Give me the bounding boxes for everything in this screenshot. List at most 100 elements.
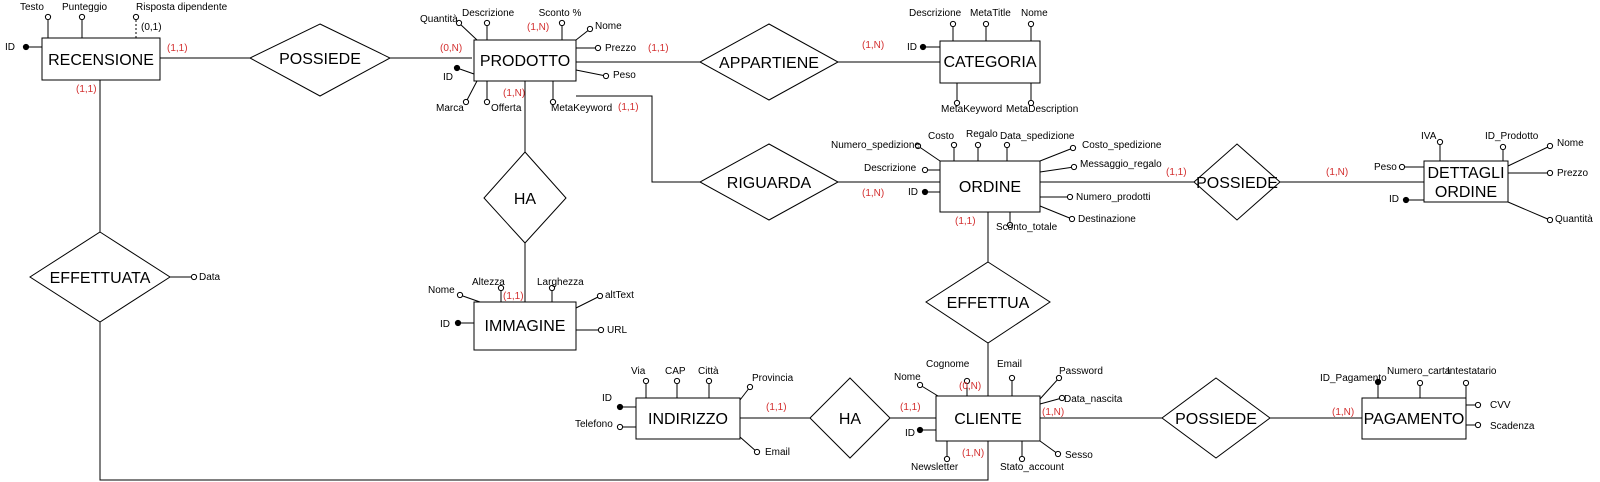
- attribute-marker: [616, 423, 624, 431]
- attribute-line: [1507, 201, 1551, 221]
- relationship-effettua[interactable]: EFFETTUA: [925, 261, 1051, 344]
- entity-immagine[interactable]: IMMAGINE: [473, 301, 577, 351]
- attribute-indirizzo-telefono: Telefono: [575, 419, 636, 431]
- attribute-marker: [1066, 193, 1074, 201]
- attribute-cliente-nome: Nome: [894, 372, 939, 397]
- attribute-marker: [456, 291, 464, 299]
- relationship-ha-immagine[interactable]: HA: [483, 151, 567, 244]
- attribute-label: Peso: [1374, 162, 1397, 173]
- relationship-effettuata[interactable]: EFFETTUATA: [29, 231, 171, 323]
- attribute-effettuata-data: Data: [170, 272, 221, 283]
- attribute-prodotto-nome: Nome: [575, 21, 622, 41]
- attribute-prodotto-quantita: Quantità: [420, 14, 478, 41]
- attribute-prodotto-descrizione: Descrizione: [462, 8, 515, 40]
- attribute-prodotto-id: ID: [443, 64, 475, 83]
- attribute-ordine-messaggio-regalo: Messaggio_regalo: [1039, 159, 1162, 173]
- attribute-marker: [597, 326, 605, 334]
- attribute-label: Data_spedizione: [1000, 131, 1075, 142]
- attribute-indirizzo-id: ID: [602, 393, 636, 411]
- attribute-recensione-risposta: Risposta dipendente: [132, 2, 228, 38]
- entity-prodotto[interactable]: PRODOTTO: [473, 39, 577, 82]
- entity-recensione[interactable]: RECENSIONE: [41, 37, 161, 81]
- attribute-prodotto-prezzo: Prezzo: [576, 43, 637, 54]
- entity-name-recensione: RECENSIONE: [48, 52, 154, 69]
- attribute-label: ID: [1389, 194, 1399, 205]
- entity-indirizzo[interactable]: INDIRIZZO: [635, 397, 741, 440]
- attribute-marker: [1069, 144, 1077, 152]
- attribute-marker: [483, 19, 491, 27]
- attribute-label: Messaggio_regalo: [1080, 159, 1162, 170]
- attribute-label: MetaKeyword: [941, 104, 1002, 115]
- key-attribute-marker: [454, 319, 462, 327]
- attribute-marker: [673, 377, 681, 385]
- relationship-riguarda[interactable]: RIGUARDA: [698, 143, 840, 221]
- key-attribute-marker: [1402, 196, 1410, 204]
- attribute-indirizzo-via: Via: [631, 366, 650, 398]
- cardinality-cliente-effettuata: (1,N): [962, 448, 984, 459]
- entity-dettagli-ordine[interactable]: DETTAGLI ORDINE: [1423, 160, 1509, 203]
- relationship-possiede-dettagli[interactable]: POSSIEDE: [1193, 143, 1281, 221]
- relationship-ha-indirizzo[interactable]: HA: [809, 377, 891, 459]
- attribute-ordine-destinazione: Destinazione: [1039, 205, 1136, 225]
- relationship-possiede-recensione[interactable]: POSSIEDE: [248, 23, 392, 97]
- entity-cliente[interactable]: CLIENTE: [935, 395, 1041, 442]
- attribute-label: Quantità: [1555, 214, 1593, 225]
- attribute-marker: [943, 455, 951, 463]
- attribute-label: Provincia: [752, 373, 794, 384]
- relationship-appartiene[interactable]: APPARTIENE: [698, 23, 840, 101]
- attribute-ordine-descrizione: Descrizione: [864, 163, 940, 174]
- attribute-label: Città: [698, 366, 719, 377]
- relationship-name-effettua: EFFETTUA: [947, 295, 1030, 312]
- attribute-prodotto-peso: Peso: [575, 69, 636, 81]
- attribute-ordine-id: ID: [908, 187, 940, 198]
- relationship-name-possiede-dettagli: POSSIEDE: [1196, 175, 1278, 192]
- cardinality-prodotto-sconto: (1,N): [527, 22, 549, 33]
- relationship-name-effettuata: EFFETTUATA: [50, 270, 151, 287]
- attribute-immagine-nome: Nome: [428, 285, 481, 303]
- attribute-line: [458, 22, 478, 41]
- key-attribute-marker: [919, 43, 927, 51]
- key-attribute-marker: [453, 64, 461, 72]
- entity-name-prodotto: PRODOTTO: [480, 53, 570, 70]
- attribute-cliente-stato-account: Stato_account: [1000, 441, 1064, 473]
- relationship-name-ha-immagine: HA: [514, 191, 537, 208]
- attribute-immagine-altezza: Altezza: [472, 277, 505, 302]
- attribute-label: Marca: [436, 103, 464, 114]
- attribute-label: Regalo: [966, 129, 998, 140]
- attribute-categoria-id: ID: [907, 42, 940, 53]
- attribute-label: Nome: [894, 372, 921, 383]
- entity-name-dettagli-line1: DETTAGLI: [1427, 165, 1504, 182]
- attribute-label: Larghezza: [537, 277, 584, 288]
- attribute-marker: [549, 98, 557, 106]
- attribute-marker: [596, 292, 604, 300]
- attribute-dettagli-nome: Nome: [1507, 138, 1584, 167]
- attribute-marker: [1474, 401, 1482, 409]
- attribute-indirizzo-citta: Città: [698, 366, 719, 398]
- attribute-marker: [963, 377, 971, 385]
- attribute-label: Punteggio: [62, 2, 107, 13]
- attribute-label: Altezza: [472, 277, 505, 288]
- relationship-name-possiede-pagamento: POSSIEDE: [1175, 411, 1257, 428]
- attribute-ordine-numero-spedizione: Numero_spedizione: [831, 140, 941, 162]
- cardinality-layer: (1,1)(0,N)(1,N)(1,1)(1,N)(1,N)(1,1)(1,N)…: [76, 22, 1354, 459]
- attribute-immagine-id: ID: [440, 319, 474, 330]
- attribute-label: Prezzo: [605, 43, 637, 54]
- entity-pagamento[interactable]: PAGAMENTO: [1361, 397, 1467, 440]
- entity-name-immagine: IMMAGINE: [485, 318, 566, 335]
- relationship-possiede-pagamento[interactable]: POSSIEDE: [1161, 377, 1271, 459]
- entity-ordine[interactable]: ORDINE: [939, 160, 1041, 213]
- attribute-label: Email: [997, 359, 1022, 370]
- attribute-ordine-regalo: Regalo: [966, 129, 998, 161]
- attribute-indirizzo-provincia: Provincia: [739, 373, 794, 401]
- cardinality-prodotto-riguarda: (1,1): [618, 102, 639, 113]
- attribute-prodotto-offerta: Offerta: [483, 81, 522, 114]
- attribute-categoria-metadescription: MetaDescription: [1006, 83, 1078, 115]
- attribute-categoria-metatitle: MetaTitle: [970, 8, 1011, 41]
- attribute-dettagli-peso: Peso: [1374, 162, 1424, 173]
- entity-categoria[interactable]: CATEGORIA: [939, 40, 1041, 84]
- attribute-marker: [1008, 374, 1016, 382]
- cardinality-cliente-effettua: (0,N): [959, 381, 981, 392]
- attribute-dettagli-iva: IVA: [1421, 131, 1444, 161]
- attribute-dettagli-quantita: Quantità: [1507, 201, 1593, 225]
- attribute-ordine-numero-prodotti: Numero_prodotti: [1040, 192, 1150, 203]
